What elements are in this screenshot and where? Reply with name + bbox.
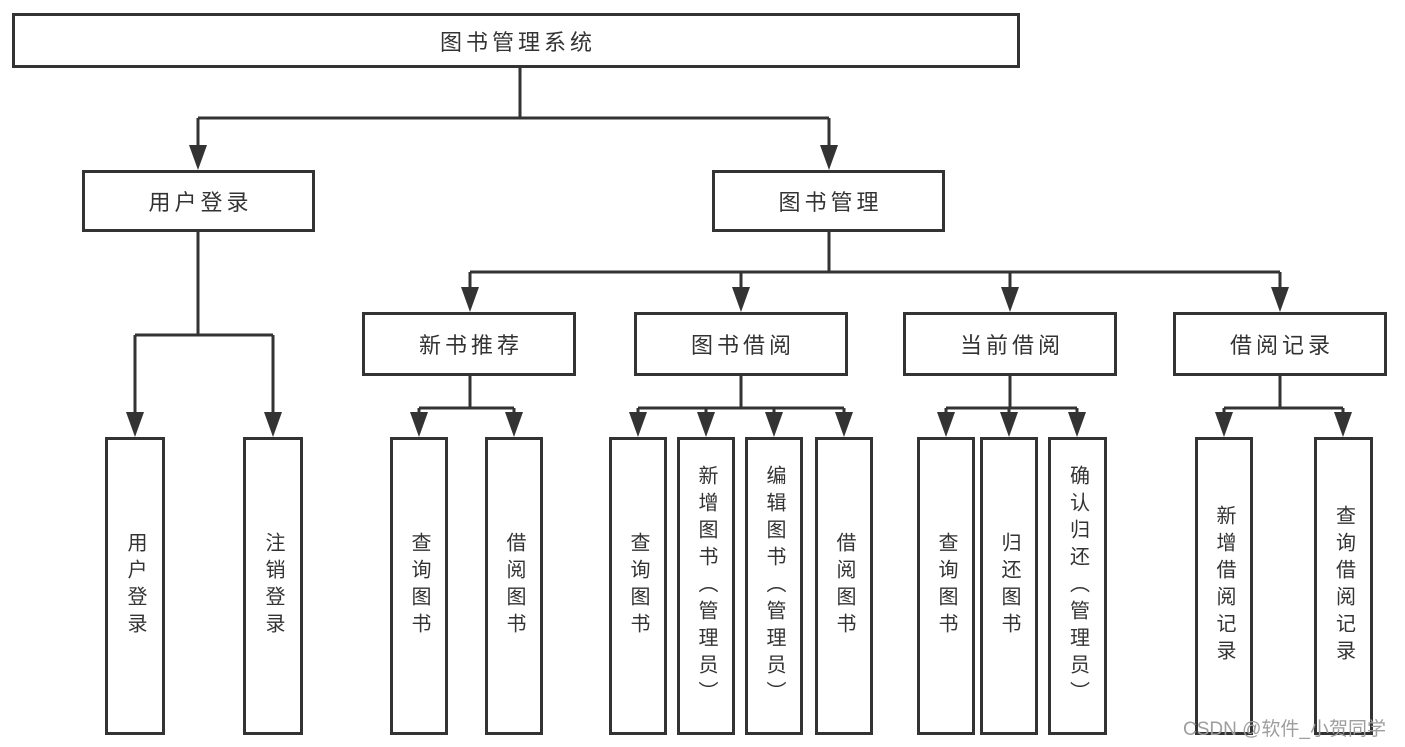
- leaf-label: 新增图书（管理员）: [695, 464, 717, 708]
- leaf-edit-books-admin: 编辑图书（管理员）: [745, 437, 803, 735]
- node-label: 图书管理: [778, 190, 883, 215]
- leaf-return-books: 归还图书: [980, 437, 1038, 735]
- leaf-borrow-books-recommendation: 借阅图书: [485, 437, 543, 735]
- leaf-label: 注销登录: [262, 532, 284, 640]
- connector-user-login-to-children: [133, 232, 275, 419]
- leaf-query-books-recommendation: 查询图书: [390, 437, 448, 735]
- arrow-down-icon: [1068, 412, 1086, 437]
- connector-borrowing-records-to-children: [1222, 376, 1345, 419]
- leaf-label: 查询借阅记录: [1332, 505, 1355, 667]
- arrow-down-icon: [126, 412, 144, 437]
- leaf-user-login: 用户登录: [105, 437, 165, 735]
- arrow-down-icon: [1001, 287, 1019, 312]
- leaf-label: 用户登录: [124, 532, 146, 640]
- leaf-add-books-admin: 新增图书（管理员）: [677, 437, 735, 735]
- node-new-book-recommendation: 新书推荐: [362, 312, 576, 376]
- leaf-add-borrow-record: 新增借阅记录: [1195, 437, 1253, 735]
- node-book-borrowing: 图书借阅: [634, 312, 848, 376]
- arrow-down-icon: [461, 287, 479, 312]
- leaf-label: 确认归还（管理员）: [1066, 464, 1089, 708]
- node-library-management-system: 图书管理系统: [12, 13, 1020, 68]
- leaf-query-books-current: 查询图书: [917, 437, 975, 735]
- leaf-label: 编辑图书（管理员）: [763, 464, 785, 708]
- leaf-label: 借阅图书: [503, 532, 525, 640]
- node-label: 图书借阅: [690, 333, 795, 358]
- node-borrowing-records: 借阅记录: [1173, 312, 1387, 376]
- arrow-down-icon: [1215, 412, 1233, 437]
- leaf-query-borrow-record: 查询借阅记录: [1314, 437, 1373, 735]
- arrow-down-icon: [937, 412, 955, 437]
- leaf-confirm-return-admin: 确认归还（管理员）: [1048, 437, 1107, 735]
- leaf-borrow-books-borrowing: 借阅图书: [815, 437, 873, 735]
- node-label: 借阅记录: [1229, 333, 1334, 358]
- arrow-down-icon: [264, 412, 282, 437]
- node-current-borrowing: 当前借阅: [903, 312, 1117, 376]
- csdn-watermark: CSDN @软件_小贺同学: [1183, 719, 1386, 740]
- arrow-down-icon: [1000, 412, 1018, 437]
- arrow-down-icon: [189, 145, 207, 170]
- arrow-down-icon: [697, 412, 715, 437]
- arrow-down-icon: [1271, 287, 1289, 312]
- leaf-label: 借阅图书: [833, 532, 855, 640]
- node-user-login: 用户登录: [82, 170, 315, 232]
- arrow-down-icon: [820, 145, 838, 170]
- connector-book-borrowing-to-children: [636, 376, 846, 419]
- leaf-query-books-borrowing: 查询图书: [609, 437, 667, 735]
- node-book-management: 图书管理: [712, 170, 945, 232]
- arrow-down-icon: [410, 412, 428, 437]
- leaf-label: 查询图书: [935, 532, 957, 640]
- connector-root-to-level2: [196, 68, 831, 152]
- node-label: 用户登录: [148, 190, 253, 215]
- arrow-down-icon: [835, 412, 853, 437]
- arrow-down-icon: [765, 412, 783, 437]
- arrow-down-icon: [1334, 412, 1352, 437]
- connector-new-book-recommendation-to-children: [417, 376, 516, 419]
- arrowheads: [126, 145, 1352, 437]
- leaf-label: 归还图书: [998, 532, 1020, 640]
- node-label: 新书推荐: [418, 333, 523, 358]
- connector-book-management-to-level3: [468, 232, 1282, 294]
- arrow-down-icon: [505, 412, 523, 437]
- node-label: 图书管理系统: [439, 29, 596, 55]
- leaf-label: 查询图书: [408, 532, 430, 640]
- leaf-label: 查询图书: [627, 532, 649, 640]
- leaf-label: 新增借阅记录: [1213, 505, 1235, 667]
- leaf-logout: 注销登录: [243, 437, 303, 735]
- arrow-down-icon: [629, 412, 647, 437]
- arrow-down-icon: [732, 287, 750, 312]
- node-label: 当前借阅: [959, 333, 1064, 358]
